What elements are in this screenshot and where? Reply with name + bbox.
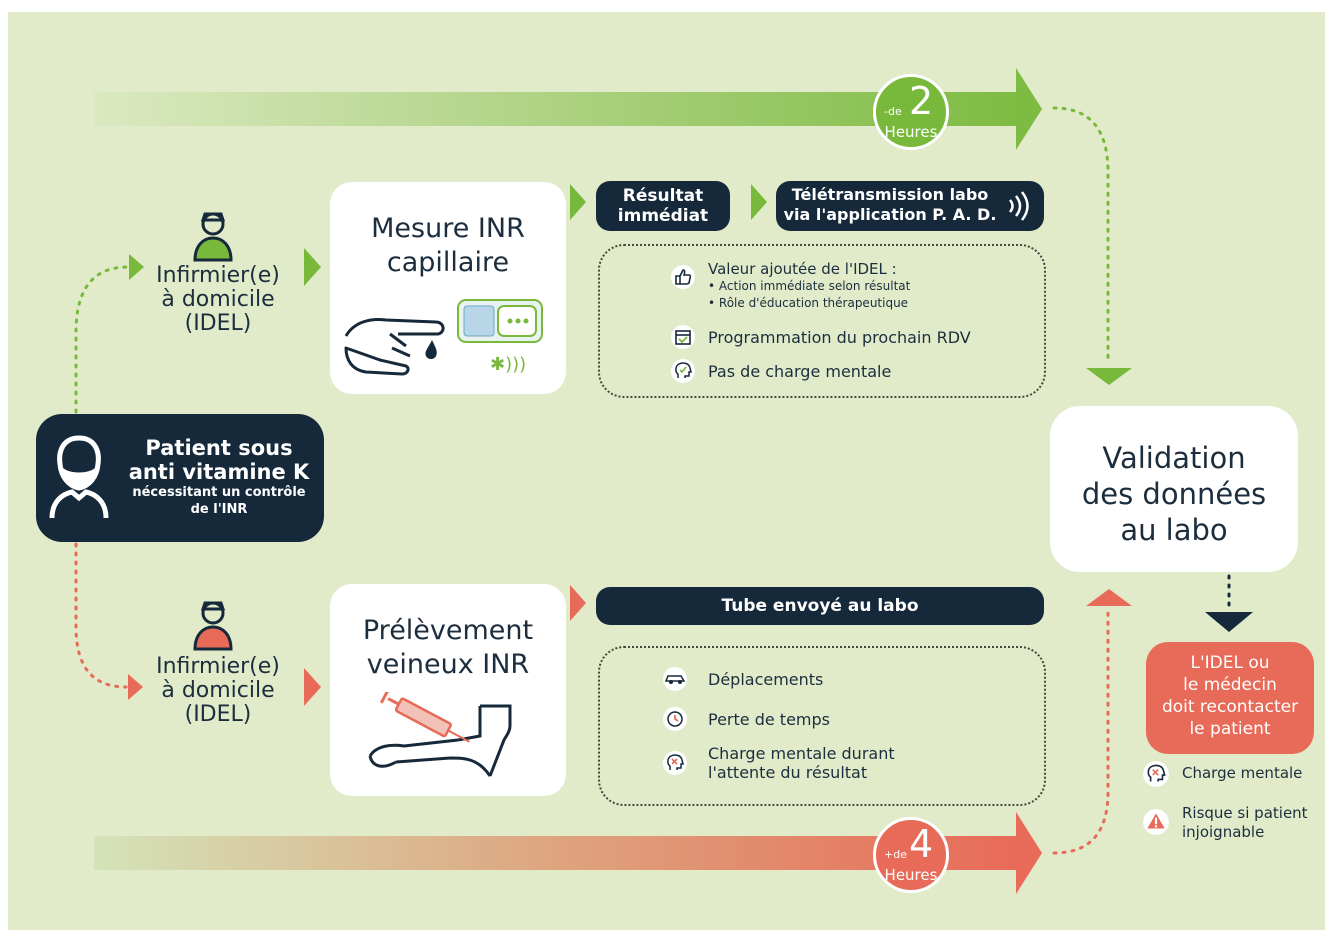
nurse-top-line3: (IDEL) [184, 311, 252, 336]
patient-top-arrowhead [129, 254, 144, 280]
no-mental-load-text: Pas de charge mentale [708, 362, 892, 381]
bottom-nurse-to-card-arrow [304, 668, 321, 706]
nurse-bottom-line1: Infirmier(e) [156, 654, 280, 679]
venous-title-line2: veineux INR [366, 649, 530, 680]
result-badge: Résultat immédiat [596, 181, 730, 231]
diagram-canvas: -de 2 Heures +de 4 Heures Patient sous a… [8, 12, 1325, 930]
validation-line2: des données [1081, 477, 1267, 511]
patient-to-top-nurse-path [74, 265, 130, 414]
capillary-title-line1: Mesure INR [371, 213, 525, 244]
calendar-check-icon [671, 325, 695, 349]
patient-to-bottom-nurse-path [74, 542, 128, 689]
recontact-box: L'IDEL ou le médecin doit recontacter le… [1146, 642, 1314, 754]
recontact-line4: le patient [1189, 719, 1271, 739]
mental-load-line2: l'attente du résultat [708, 763, 868, 782]
nurse-bottom-line2: à domicile [161, 678, 275, 703]
nurse-top-label: Infirmier(e) à domicile (IDEL) [143, 264, 293, 336]
bottom-timing-badge: +de 4 Heures [873, 817, 949, 893]
patient-line4: de l'INR [190, 502, 248, 517]
scheduling-text: Programmation du prochain RDV [708, 328, 971, 347]
time-loss-text: Perte de temps [708, 710, 830, 729]
top-timing-prefix: -de [884, 105, 902, 118]
nurse-top-icon [193, 212, 233, 262]
clock-icon [663, 707, 687, 731]
wireless-signal-icon [1008, 191, 1029, 221]
risk-unreachable-line1: Risque si patient [1182, 804, 1308, 822]
risk-unreachable-line2: injoignable [1182, 823, 1265, 841]
stressed-head-icon [663, 751, 687, 775]
drawbacks-box: Déplacements Perte de temps Charge menta… [598, 646, 1046, 806]
bottom-up-arrowhead [1086, 589, 1132, 606]
top-timing-badge: -de 2 Heures [873, 74, 949, 150]
bottom-timing-prefix: +de [884, 848, 907, 861]
capillary-title-line2: capillaire [386, 247, 510, 278]
added-value-bullet2: • Rôle d'éducation thérapeutique [708, 296, 909, 310]
finger-prick-illustration: ✱))) [344, 299, 543, 376]
validation-down-arrowhead [1205, 612, 1253, 632]
top-timeline-arrow [94, 68, 1042, 150]
teletransmission-badge: Télétransmission labo via l'application … [776, 181, 1044, 231]
patient-icon [49, 435, 109, 519]
tube-sent-label: Tube envoyé au labo [721, 596, 919, 616]
top-timing-unit: Heures [884, 123, 938, 141]
nurse-bottom-label: Infirmier(e) à domicile (IDEL) [143, 655, 293, 727]
added-value-bullet1: • Action immédiate selon résultat [708, 279, 911, 293]
card-to-result-arrow [570, 184, 586, 220]
patient-box: Patient sous anti vitamine K nécessitant… [36, 414, 324, 542]
result-line1: Résultat [622, 186, 704, 206]
venous-card: Prélèvement veineux INR [330, 584, 566, 796]
nurse-bottom-icon [193, 601, 233, 651]
bottom-dotted-path [1052, 608, 1110, 855]
capillary-card: Mesure INR capillaire ✱))) [330, 182, 566, 394]
result-to-transmission-arrow [751, 184, 767, 220]
thumbs-up-icon [671, 265, 695, 289]
validation-card: Validation des données au labo [1050, 406, 1298, 572]
risk-mental-load-icon [1143, 761, 1169, 787]
added-value-title: Valeur ajoutée de l'IDEL : [708, 260, 897, 278]
bottom-timing-unit: Heures [884, 866, 938, 884]
travel-text: Déplacements [708, 670, 824, 689]
teletransmission-line2: via l'application P. A. D. [783, 205, 997, 224]
relaxed-head-icon [671, 359, 695, 383]
bottom-timeline-arrow [94, 812, 1042, 894]
svg-text:✱))): ✱))) [490, 354, 526, 375]
nurse-bottom-line3: (IDEL) [184, 702, 252, 727]
top-down-arrowhead [1086, 368, 1132, 385]
card-to-tube-arrow [570, 585, 586, 621]
top-timing-number: 2 [909, 79, 934, 123]
mental-load-line1: Charge mentale durant [708, 744, 895, 763]
bottom-timing-number: 4 [909, 822, 934, 866]
patient-bottom-arrowhead [128, 674, 143, 700]
patient-line2: anti vitamine K [128, 460, 310, 484]
venous-title-line1: Prélèvement [362, 615, 534, 646]
top-nurse-to-card-arrow [304, 248, 321, 286]
warning-icon [1143, 809, 1169, 835]
recontact-line3: doit recontacter [1161, 697, 1299, 717]
top-dotted-path [1052, 106, 1110, 366]
car-icon [663, 667, 687, 691]
nurse-top-line2: à domicile [161, 287, 275, 312]
benefits-box: Valeur ajoutée de l'IDEL : • Action immé… [598, 244, 1046, 398]
risk-mental-load-text: Charge mentale [1182, 764, 1303, 782]
patient-line3: nécessitant un contrôle [132, 485, 306, 500]
recontact-line1: L'IDEL ou [1190, 653, 1270, 673]
venous-sampling-illustration [368, 692, 512, 777]
nurse-top-line1: Infirmier(e) [156, 263, 280, 288]
patient-line1: Patient sous [145, 436, 293, 460]
result-line2: immédiat [617, 206, 709, 226]
tube-sent-badge: Tube envoyé au labo [596, 587, 1044, 625]
validation-line1: Validation [1102, 441, 1246, 475]
validation-line3: au labo [1120, 513, 1228, 547]
teletransmission-line1: Télétransmission labo [791, 185, 989, 204]
connectors-layer [74, 68, 1253, 894]
recontact-line2: le médecin [1183, 675, 1277, 695]
